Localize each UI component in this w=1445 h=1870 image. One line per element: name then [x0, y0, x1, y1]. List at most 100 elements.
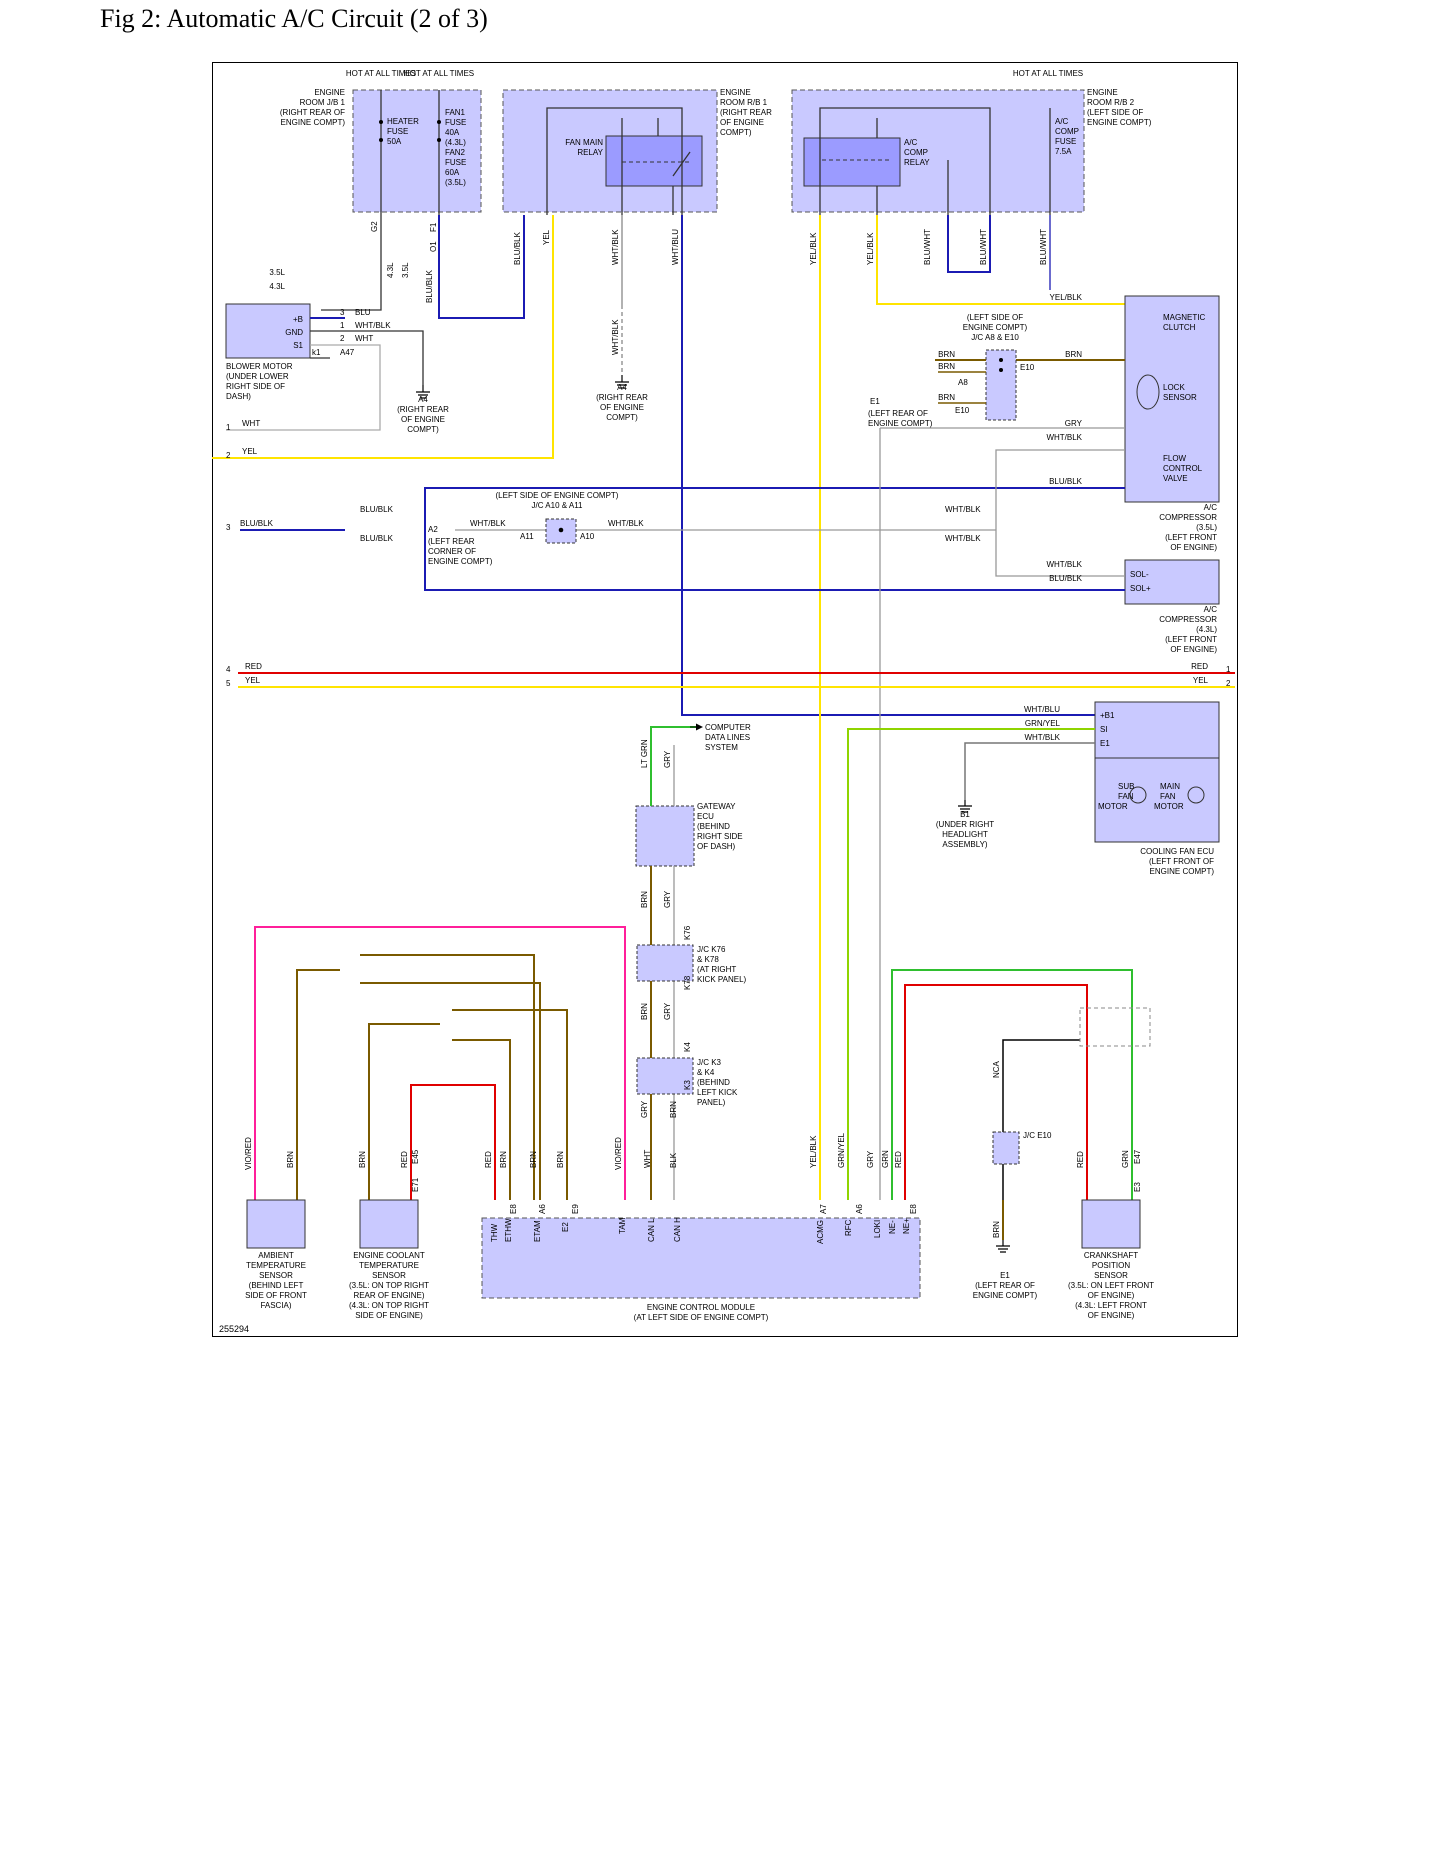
rb2-name-1: ENGINE: [1087, 88, 1118, 97]
line-num-4: 4: [226, 665, 231, 674]
wire-blublk-ml2: BLU/BLK: [360, 505, 394, 514]
conn-a8: A8: [958, 378, 968, 387]
sol-minus: SOL-: [1130, 570, 1149, 579]
blower-conn-a47: A47: [340, 348, 355, 357]
rb2-name-2: ROOM R/B 2: [1087, 98, 1135, 107]
wire-b-23: GRY: [663, 750, 672, 768]
crankshaft-position-sensor: CRANKSHAFT POSITION SENSOR (3.5L: ON LEF…: [1068, 1199, 1154, 1320]
wire-b-11: GRY: [640, 1100, 649, 1118]
jc-a8-2: ENGINE COMPT): [963, 323, 1028, 332]
engine-43l: 4.3L: [269, 282, 285, 291]
a2-ground-3: CORNER OF: [428, 547, 476, 556]
gateway-name-4: RIGHT SIDE: [697, 832, 743, 841]
fan-ecu-name-1: COOLING FAN ECU: [1140, 847, 1214, 856]
wire-b-17: RED: [894, 1151, 903, 1168]
conn-e9: E9: [571, 1204, 580, 1214]
relay-block-2: [791, 89, 1085, 215]
wire-whtblk-mid: WHT/BLK: [611, 319, 620, 355]
comp35-name-5: OF ENGINE): [1170, 543, 1217, 552]
blower-pin-b: +B: [293, 315, 303, 324]
e1-ground2-1: E1: [1000, 1271, 1010, 1280]
computer-data-3: SYSTEM: [705, 743, 738, 752]
coolant-name-4: (3.5L: ON TOP RIGHT: [349, 1281, 429, 1290]
blower-wire-blu: BLU: [355, 308, 371, 317]
ecm-name-1: ENGINE CONTROL MODULE: [647, 1303, 755, 1312]
b1-ground-2: (UNDER RIGHT: [936, 820, 994, 829]
comp43-name-5: OF ENGINE): [1170, 645, 1217, 654]
ecm-pin-acmg: ACMG: [816, 1220, 825, 1244]
wire-blublk-ml1: BLU/BLK: [240, 519, 274, 528]
conn-a10: A10: [580, 532, 595, 541]
rb1-name-5: COMPT): [720, 128, 752, 137]
wire-b-19: GRN: [1121, 1150, 1130, 1168]
conn-e3: E3: [1133, 1182, 1142, 1192]
comp43-name-3: (4.3L): [1196, 625, 1217, 634]
hot-label-3: HOT AT ALL TIMES: [1013, 69, 1083, 78]
wire-b-5: BRN: [499, 1151, 508, 1168]
top-wires: [212, 215, 1125, 1200]
main-fan-2: FAN: [1160, 792, 1176, 801]
wire-whtblk-r1: WHT/BLK: [1046, 433, 1082, 442]
conn-e8-1: E8: [509, 1204, 518, 1214]
wire-b-18: RED: [1076, 1151, 1085, 1168]
flow-label-1: FLOW: [1163, 454, 1187, 463]
jc-k76-3: (AT RIGHT: [697, 965, 736, 974]
engine-control-module: ENGINE CONTROL MODULE (AT LEFT SIDE OF E…: [481, 1217, 921, 1322]
fan-fuse-1: FAN1: [445, 108, 466, 117]
conn-e47: E47: [1133, 1149, 1142, 1164]
wire-yel-top: YEL: [542, 229, 551, 245]
engine-35l: 3.5L: [269, 268, 285, 277]
e1-ground-2: (LEFT REAR OF: [868, 409, 928, 418]
wire-whtblk-r3: WHT/BLK: [945, 534, 981, 543]
wire-b-1: BRN: [286, 1151, 295, 1168]
crank-name-1: CRANKSHAFT: [1084, 1251, 1138, 1260]
conn-e10-2: E10: [955, 406, 970, 415]
blower-pin-2: 2: [340, 334, 345, 343]
wire-grnyel-fan: GRN/YEL: [1025, 719, 1061, 728]
fan-fuse-5: FAN2: [445, 148, 466, 157]
wire-whtblk-ml1: WHT/BLK: [470, 519, 506, 528]
wire-gry-r: GRY: [1065, 419, 1083, 428]
ambient-name-5: SIDE OF FRONT: [245, 1291, 307, 1300]
wire-yelblk-1: YEL/BLK: [809, 232, 818, 265]
conn-o1: O1: [429, 241, 438, 252]
jb1-name-1: ENGINE: [314, 88, 345, 97]
coolant-name-3: SENSOR: [372, 1271, 406, 1280]
blower-pin-s1: S1: [293, 341, 303, 350]
wire-yel-r: YEL: [1193, 676, 1209, 685]
line-num-2: 2: [226, 451, 231, 460]
coolant-name-7: SIDE OF ENGINE): [355, 1311, 423, 1320]
wire-blublk-ml3: BLU/BLK: [360, 534, 394, 543]
fan-ecu-name-3: ENGINE COMPT): [1150, 867, 1215, 876]
wire-b-8: VIO/RED: [614, 1137, 623, 1170]
jc-a8-e10: [938, 349, 1017, 421]
sub-fan-1: SUB: [1118, 782, 1134, 791]
shield-outline: [1079, 1007, 1151, 1047]
gateway-name-1: GATEWAY: [697, 802, 736, 811]
wire-b-10: BLK: [669, 1152, 678, 1168]
crank-name-5: OF ENGINE): [1088, 1291, 1135, 1300]
comp-fuse-4: 7.5A: [1055, 147, 1072, 156]
ecm-pin-canh: CAN H: [673, 1217, 682, 1242]
crank-name-6: (4.3L: LEFT FRONT: [1075, 1301, 1147, 1310]
gateway-wires: [650, 726, 700, 1200]
wire-bluwht-3: BLU/WHT: [1039, 229, 1048, 265]
comp35-name-3: (3.5L): [1196, 523, 1217, 532]
jc-k3-3: (BEHIND: [697, 1078, 730, 1087]
jc-a8-1: (LEFT SIDE OF: [967, 313, 1023, 322]
jc-k76-4: KICK PANEL): [697, 975, 747, 984]
ambient-name-3: SENSOR: [259, 1271, 293, 1280]
blower-name-2: (UNDER LOWER: [226, 372, 289, 381]
blower-name-3: RIGHT SIDE OF: [226, 382, 285, 391]
ecm-pin-tam: TAM: [618, 1217, 627, 1234]
wire-b-15: GRY: [866, 1150, 875, 1168]
wire-whtblk-r2: WHT/BLK: [945, 505, 981, 514]
a2-ground-4: ENGINE COMPT): [428, 557, 493, 566]
wire-b-27: GRY: [663, 1002, 672, 1020]
wire-b-3: RED: [400, 1151, 409, 1168]
comp-fuse-3: FUSE: [1055, 137, 1076, 146]
jc-a10-1: (LEFT SIDE OF ENGINE COMPT): [496, 491, 619, 500]
flow-label-3: VALVE: [1163, 474, 1188, 483]
lock-label-1: LOCK: [1163, 383, 1185, 392]
conn-f1: F1: [429, 222, 438, 232]
